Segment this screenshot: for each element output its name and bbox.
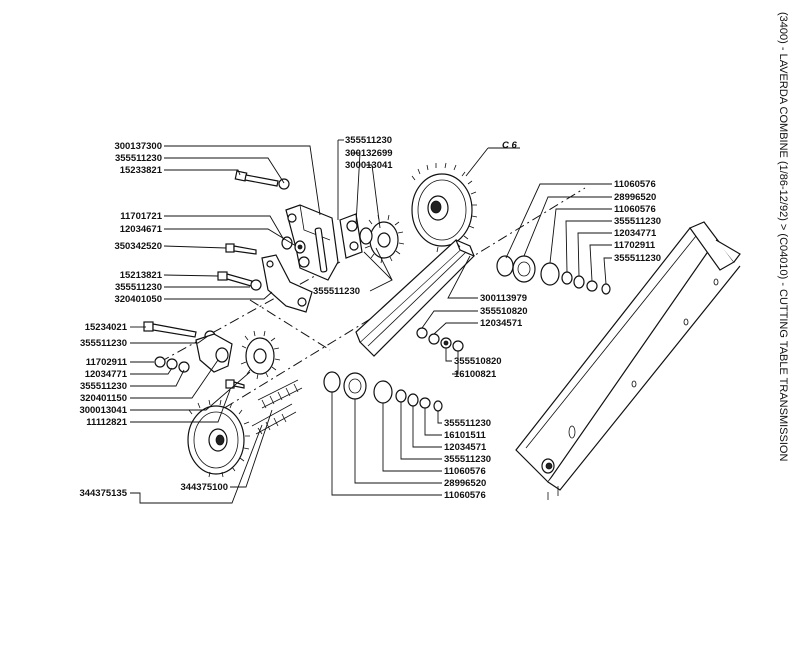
bearing-set-upper [496,255,611,295]
label-28996520-a: 28996520 [614,192,656,203]
bolt-350342520 [225,243,310,268]
label-320401050: 320401050 [114,294,162,305]
label-355511230-g: 355511230 [444,418,491,429]
label-300137300: 300137300 [114,141,162,152]
label-15233821: 15233821 [120,165,163,176]
part-labels: 300137300 355511230 15233821 11701721 12… [79,135,661,501]
label-11701721: 11701721 [120,211,162,222]
leader-lines [130,139,612,504]
label-300132699: 300132699 [345,148,393,159]
label-11702911-b: 11702911 [614,240,656,251]
label-355511230-e: 355511230 [614,216,661,227]
label-15213821: 15213821 [120,270,163,281]
label-355511230-top: 355511230 [345,135,392,146]
label-16101511: 16101511 [444,430,486,441]
label-355511230-h: 355511230 [444,454,491,465]
bolt-15213821 [217,271,262,291]
label-16100821: 16100821 [454,369,497,380]
label-28996520-b: 28996520 [444,478,486,489]
label-15234021: 15234021 [85,322,128,333]
label-355511230-mid: 355511230 [313,286,360,297]
label-344375135: 344375135 [79,488,127,499]
chain-344375100 [251,379,303,435]
label-355510820-a: 355510820 [480,306,528,317]
label-12034571-b: 12034571 [444,442,487,453]
label-11702911-a: 11702911 [86,357,128,368]
bracket-300137300 [285,204,339,281]
label-320401150: 320401150 [80,393,127,404]
label-355511230-a: 355511230 [115,153,162,164]
vertical-title: (3400) - LAVERDA COMBINE (1/86-12/92) > … [775,12,791,632]
label-350342520: 350342520 [114,241,162,252]
washers-11702911 [154,356,190,373]
label-11060576-b: 11060576 [614,204,656,215]
label-344375100: 344375100 [180,482,228,493]
label-300113979: 300113979 [480,293,527,304]
washers-355510820 [416,327,464,352]
label-300013041-a: 300013041 [345,160,393,171]
label-11112821: 11112821 [86,417,127,428]
sprocket-300013041-lower [240,330,281,380]
group-marker-c6: C 6 [502,140,518,151]
label-12034671: 12034671 [120,224,163,235]
label-355511230-d: 355511230 [80,381,127,392]
bolt-15233821 [234,170,290,190]
label-355511230-f: 355511230 [614,253,661,264]
vertical-title-text: (3400) - LAVERDA COMBINE (1/86-12/92) > … [777,12,789,462]
sprocket-lower-large [187,399,250,478]
label-11060576-c: 11060576 [444,466,486,477]
label-355511230-c: 355511230 [80,338,127,349]
label-355510820-b: 355510820 [454,356,502,367]
label-300013041-b: 300013041 [79,405,127,416]
bracket-320401150 [195,333,233,373]
cutting-table-beam [515,221,741,500]
label-12034771-b: 12034771 [614,228,657,239]
hub-300132699 [339,213,373,259]
label-11060576-a: 11060576 [614,179,656,190]
axis-line-left [159,261,341,363]
sprocket-top-c6 [411,162,478,253]
label-12034571-a: 12034571 [480,318,523,329]
bolt-11112821 [225,379,245,389]
label-11060576-d: 11060576 [444,490,486,501]
washers-11701721 [281,236,306,254]
label-12034771-a: 12034771 [85,369,128,380]
label-355511230-b: 355511230 [115,282,162,293]
chain-guide-300113979 [355,238,476,357]
axis-line-cross [249,299,331,351]
